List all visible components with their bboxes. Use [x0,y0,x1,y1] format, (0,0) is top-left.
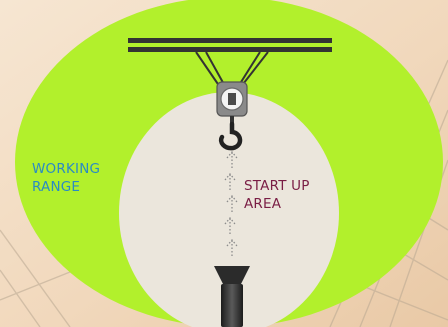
working-range-label-line-2: RANGE [32,178,100,196]
start-up-area-label: START UP AREA [244,177,310,213]
working-range-label-line-1: WORKING [32,160,100,178]
start-up-area-label-line-1: START UP [244,177,310,195]
start-up-area-label-line-2: AREA [244,195,310,213]
working-range-label: WORKING RANGE [32,160,100,196]
